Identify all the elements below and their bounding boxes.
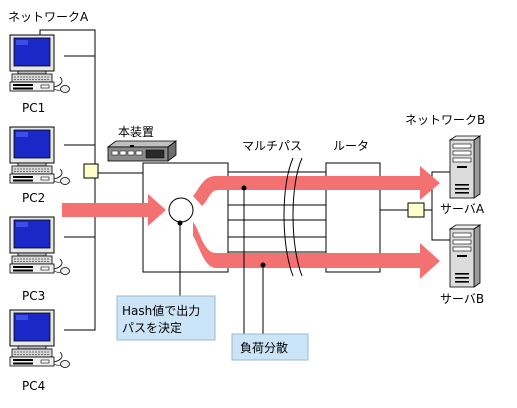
load-balance-dot-upper [241, 185, 247, 191]
multipath-label: マルチパス [242, 139, 302, 153]
pc4-label: PC4 [22, 379, 45, 393]
lower-flow-arrow [193, 222, 440, 279]
device-label: 本装置 [118, 125, 154, 139]
server-b-label: サーバB [440, 292, 484, 306]
pc1-label: PC1 [22, 101, 45, 115]
pc3-icon [9, 216, 70, 275]
network-b-hub-icon [407, 202, 425, 218]
pc1-icon [9, 34, 70, 93]
hash-callout-line2: パスを決定 [122, 320, 182, 335]
hash-leader-dot [177, 220, 183, 226]
upper-flow-arrow [193, 166, 440, 206]
load-balance-dot-lower [260, 262, 266, 268]
network-a-label: ネットワークA [8, 10, 89, 24]
hash-callout-line1: Hash値で出力 [122, 303, 200, 318]
pc2-icon [9, 126, 70, 185]
multipath-bracket [283, 157, 303, 277]
hash-callout-box [116, 295, 216, 341]
pc4-icon [9, 309, 70, 368]
server-b-icon [449, 224, 481, 288]
pc3-label: PC3 [22, 289, 45, 303]
hash-circle [168, 197, 194, 223]
load-balance-callout-label: 負荷分散 [240, 340, 288, 355]
load-balance-callout-box [231, 333, 309, 361]
server-a-icon [449, 135, 481, 199]
network-a-wiring [39, 29, 143, 331]
server-a-label: サーバA [440, 202, 485, 216]
device-rack-icon [106, 140, 178, 162]
callout-leaders [179, 188, 264, 334]
flow-arrows [62, 166, 440, 279]
router-label: ルータ [333, 139, 369, 153]
network-b-label: ネットワークB [405, 113, 485, 127]
incoming-flow-arrow [62, 194, 166, 226]
network-a-hub-icon [83, 163, 99, 179]
pc2-label: PC2 [22, 191, 45, 205]
